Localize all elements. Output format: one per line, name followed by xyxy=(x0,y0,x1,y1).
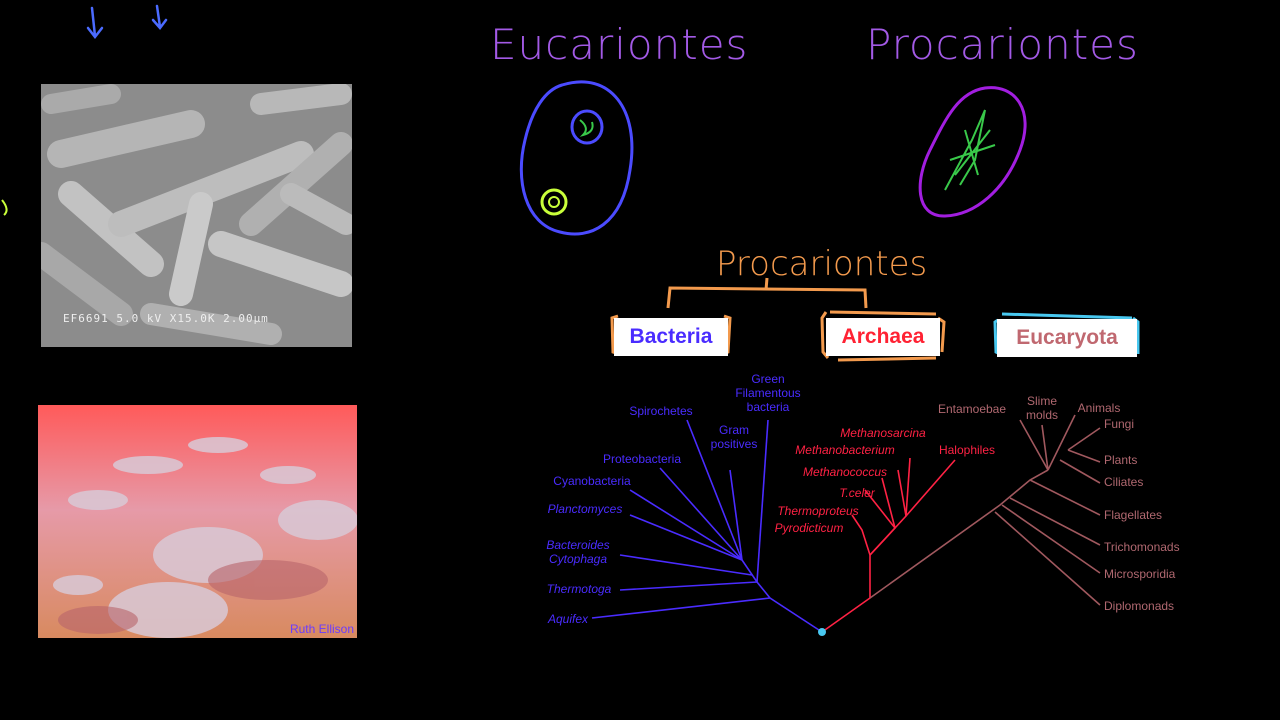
nucleoid-dna xyxy=(944,109,996,191)
eukaryote-cell xyxy=(519,80,634,236)
heading-eukaryotes: Eucariontes xyxy=(490,20,749,69)
label-gram-2: positives xyxy=(711,437,758,451)
label-fungi: Fungi xyxy=(1104,417,1134,431)
sem-caption: EF6691 5.0 kV X15.0K 2.00µm xyxy=(63,312,269,325)
label-bacteroides: Bacteroides xyxy=(546,538,609,552)
label-methanosarcina: Methanosarcina xyxy=(840,426,926,440)
heading-prokaryotes-group: Procariontes xyxy=(716,244,928,284)
label-slime-2: molds xyxy=(1026,408,1058,422)
bacteria-sem-photo: EF6691 5.0 kV X15.0K 2.00µm xyxy=(41,84,352,347)
label-methanobacterium: Methanobacterium xyxy=(795,443,894,457)
archaea-branches xyxy=(821,457,956,633)
label-animals: Animals xyxy=(1078,401,1121,415)
label-slime-1: Slime xyxy=(1027,394,1057,408)
domain-bacteria: Bacteria xyxy=(614,318,728,356)
label-plants: Plants xyxy=(1104,453,1137,467)
label-green-3: bacteria xyxy=(747,400,790,414)
label-green-2: Filamentous xyxy=(735,386,800,400)
prokaryotes-brace xyxy=(666,277,868,309)
label-tceler: T.celer xyxy=(839,486,876,500)
label-cytophaga: Cytophaga xyxy=(549,552,607,566)
label-pyrodicticum: Pyrodicticum xyxy=(775,521,844,535)
label-thermotoga: Thermotoga xyxy=(547,582,612,596)
label-gram-1: Gram xyxy=(719,423,749,437)
prokaryote-cell xyxy=(918,86,1027,218)
heading-prokaryotes: Procariontes xyxy=(866,20,1139,69)
domain-eucaryota: Eucaryota xyxy=(997,319,1137,357)
yellow-mark xyxy=(1,199,8,216)
nucleus xyxy=(570,109,604,145)
label-proteobacteria: Proteobacteria xyxy=(603,452,681,466)
label-planctomyces: Planctomyces xyxy=(548,502,623,516)
tree-root xyxy=(818,628,826,636)
label-ciliates: Ciliates xyxy=(1104,475,1143,489)
label-green-1: Green xyxy=(751,372,784,386)
label-spirochetes: Spirochetes xyxy=(629,404,692,418)
bacteria-branches xyxy=(591,419,823,633)
organelle xyxy=(540,188,568,216)
label-cyanobacteria: Cyanobacteria xyxy=(553,474,631,488)
label-flagellates: Flagellates xyxy=(1104,508,1162,522)
label-trichomonads: Trichomonads xyxy=(1104,540,1180,554)
label-diplomonads: Diplomonads xyxy=(1104,599,1174,613)
label-halophiles: Halophiles xyxy=(939,443,995,457)
label-thermoproteus: Thermoproteus xyxy=(777,504,858,518)
microbial-mats-photo: Ruth Ellison xyxy=(38,405,357,638)
label-entamoebae: Entamoebae xyxy=(938,402,1006,416)
label-microsporidia: Microsporidia xyxy=(1104,567,1176,581)
label-methanococcus: Methanococcus xyxy=(803,465,887,479)
label-aquifex: Aquifex xyxy=(547,612,589,626)
domain-archaea: Archaea xyxy=(826,318,940,356)
photo-credit: Ruth Ellison xyxy=(289,622,354,636)
archaea-bracket xyxy=(820,310,946,362)
eukarya-branches xyxy=(869,414,1101,606)
